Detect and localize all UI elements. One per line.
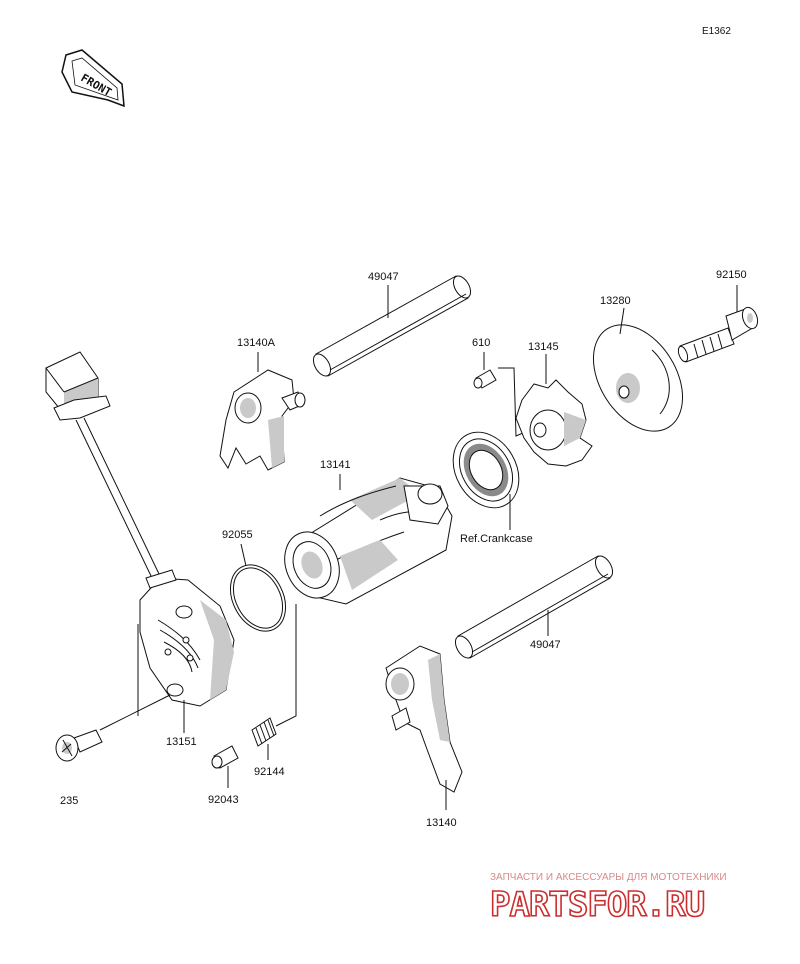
label-ref-crankcase: Ref.Crankcase (460, 533, 533, 545)
label-13280: 13280 (600, 295, 631, 307)
label-13140A: 13140A (237, 337, 276, 349)
leader-92144-up (275, 604, 297, 727)
dowel-pin-610 (473, 369, 497, 389)
spring-92144 (251, 717, 277, 747)
gear-position-sensor (45, 351, 235, 707)
watermark-tagline: ЗАПЧАСТИ И АКСЕССУАРЫ ДЛЯ МОТОТЕХНИКИ (490, 872, 727, 883)
watermark-brand: PARTSFOR.RU (490, 885, 704, 925)
leader-92055 (240, 543, 247, 567)
label-13140: 13140 (426, 817, 457, 829)
cam-plate-13280 (592, 324, 684, 432)
diagram-code: E1362 (702, 26, 731, 37)
bolt-92150 (677, 306, 759, 363)
label-13141: 13141 (320, 459, 351, 471)
shift-rod-49047-bottom (454, 555, 614, 659)
label-49047-bottom: 49047 (530, 639, 561, 651)
front-arrow-icon: FRONT (61, 49, 125, 108)
label-92055: 92055 (222, 529, 253, 541)
shift-rod-49047-top (312, 275, 472, 377)
leader-235 (99, 694, 171, 731)
label-13145: 13145 (528, 341, 559, 353)
leader-13280 (619, 307, 625, 335)
label-610: 610 (472, 337, 490, 349)
shift-drum-13141 (284, 477, 453, 605)
shift-fork-13140 (385, 645, 463, 793)
label-235: 235 (60, 795, 78, 807)
bearing-ref-crankcase (452, 431, 520, 509)
shift-drum-cam-13145 (515, 379, 593, 467)
label-49047-top: 49047 (368, 271, 399, 283)
label-92043: 92043 (208, 794, 239, 806)
label-92144: 92144 (254, 766, 285, 778)
pin-92043 (211, 745, 239, 769)
label-13151: 13151 (166, 736, 197, 748)
label-92150: 92150 (716, 269, 747, 281)
screw-235 (55, 729, 103, 762)
shift-fork-13140A (219, 369, 306, 471)
